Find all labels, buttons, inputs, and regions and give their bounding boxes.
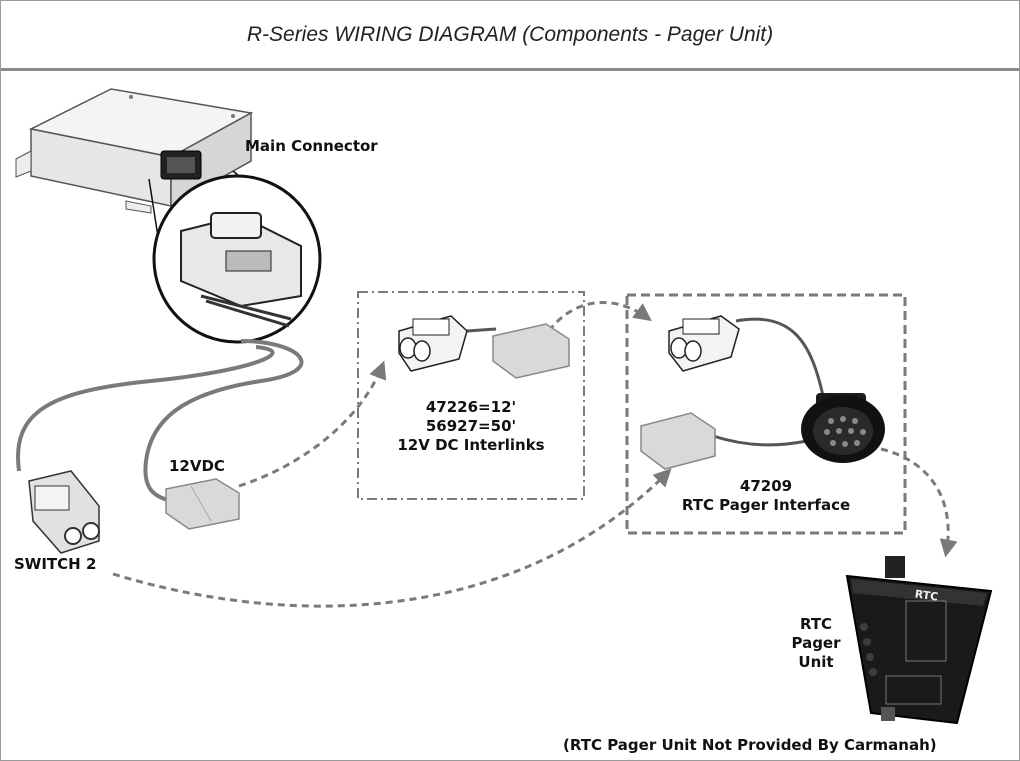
pager-unit-line1: RTC xyxy=(799,615,833,633)
cable-interlink xyxy=(466,327,497,333)
interface-connector-male xyxy=(668,315,740,372)
cable-interface-bottom xyxy=(712,434,808,447)
vdc-label: 12VDC xyxy=(169,457,225,475)
interlink-part-12ft: 47226=12' xyxy=(425,398,517,416)
interlinks-box xyxy=(357,291,585,500)
arrow-switch2-to-interface xyxy=(112,468,672,608)
pager-interface-name: RTC Pager Interface xyxy=(681,496,851,514)
arrow-12vdc-to-interlinks xyxy=(238,360,387,488)
pager-interface-box xyxy=(625,293,907,535)
cable-12vdc xyxy=(143,339,304,503)
interlink-name: 12V DC Interlinks xyxy=(397,436,545,454)
interlink-connector-male xyxy=(398,315,468,372)
arrow-interface-to-pager xyxy=(880,447,958,558)
switch2-label: SWITCH 2 xyxy=(14,555,97,573)
cable-switch2 xyxy=(16,345,275,472)
arrow-interlinks-to-interface xyxy=(547,300,652,332)
circular-connector xyxy=(801,393,885,463)
main-connector-label: Main Connector xyxy=(245,137,378,155)
connector-12vdc xyxy=(165,478,240,530)
pager-interface-label: 47209 RTC Pager Interface xyxy=(651,477,881,515)
pager-unit-line2: Pager xyxy=(791,634,841,652)
main-controller-box xyxy=(15,88,254,214)
interlink-part-50ft: 56927=50' xyxy=(425,417,517,435)
pager-interface-part: 47209 xyxy=(739,477,793,495)
pager-unit-label: RTC Pager Unit xyxy=(781,615,851,672)
rtc-pager-device: RTC xyxy=(845,556,993,725)
cable-interface-top xyxy=(735,317,825,397)
diagram-title: R-Series WIRING DIAGRAM (Components - Pa… xyxy=(246,22,774,46)
title-bar: R-Series WIRING DIAGRAM (Components - Pa… xyxy=(1,1,1019,71)
interlinks-label: 47226=12' 56927=50' 12V DC Interlinks xyxy=(371,398,571,455)
magnified-connector xyxy=(152,174,322,344)
device-brand-text: RTC xyxy=(914,587,939,603)
interlink-connector-female xyxy=(492,323,570,379)
interface-connector-female xyxy=(640,412,716,470)
pager-unit-line3: Unit xyxy=(798,653,834,671)
switch2-connector xyxy=(28,470,100,554)
footnote: (RTC Pager Unit Not Provided By Carmanah… xyxy=(563,736,937,754)
